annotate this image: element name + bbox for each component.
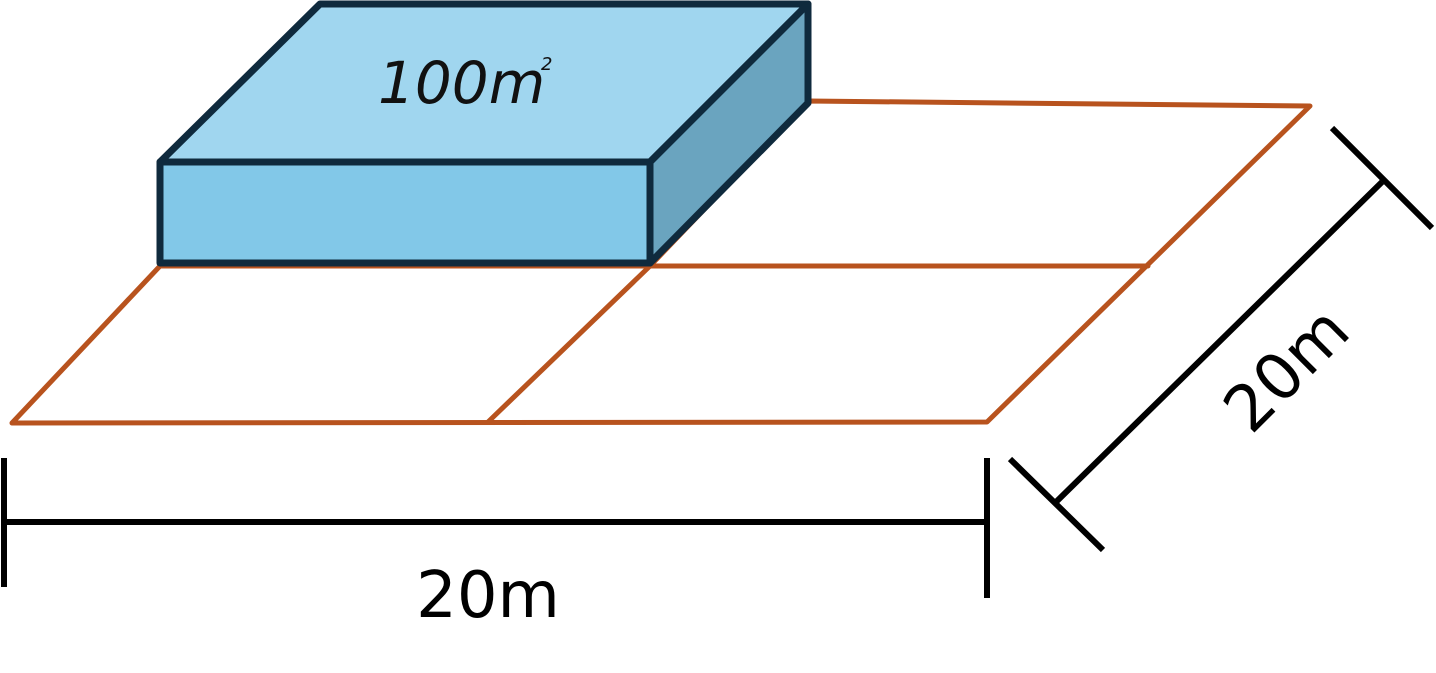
depth-dimension-front-tick <box>1007 456 1106 553</box>
building-block <box>156 0 812 267</box>
width-label: 20m <box>416 559 560 633</box>
depth-dimension-line <box>1053 179 1385 505</box>
depth-dimension <box>1007 125 1435 553</box>
ground-divider-line <box>485 263 653 425</box>
block-area-superscript: 2 <box>541 54 552 75</box>
ground-outline <box>9 98 1313 426</box>
width-dimension <box>1 458 990 598</box>
block-area-label: 100m <box>378 49 545 117</box>
depth-label: 20m <box>1210 293 1364 447</box>
block-front-face <box>156 158 654 267</box>
depth-dimension-back-tick <box>1329 125 1435 231</box>
